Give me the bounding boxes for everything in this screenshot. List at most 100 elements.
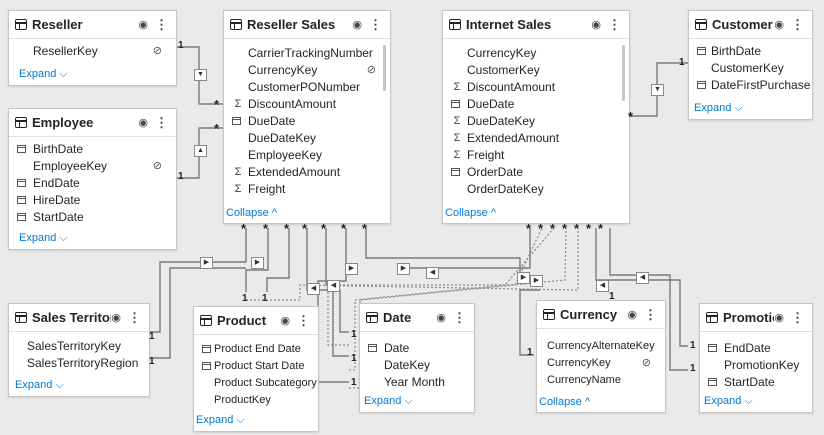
field-row[interactable]: DueDate bbox=[224, 113, 390, 130]
field-row[interactable]: EmployeeKey bbox=[224, 147, 390, 164]
table-reseller-sales[interactable]: Reseller Sales ◉ ⋮ CarrierTrackingNumber… bbox=[223, 10, 391, 224]
table-currency[interactable]: Currency ◉ ⋮ CurrencyAlternateKey Curren… bbox=[536, 300, 666, 413]
field-row[interactable]: BirthDate bbox=[9, 141, 176, 158]
field-row[interactable]: EndDate bbox=[9, 175, 176, 192]
field-row[interactable]: OrderDateKey bbox=[443, 181, 629, 198]
table-promotion-header[interactable]: Promotion ◉ ⋮ bbox=[700, 304, 812, 332]
eye-icon[interactable]: ◉ bbox=[138, 19, 148, 31]
expand-link[interactable]: Expand ⌵ bbox=[19, 232, 68, 244]
expand-link[interactable]: Expand ⌵ bbox=[704, 395, 753, 407]
more-options-icon[interactable]: ⋮ bbox=[155, 114, 168, 130]
table-internet-sales-header[interactable]: Internet Sales ◉ ⋮ bbox=[443, 11, 629, 39]
field-row[interactable]: BirthDate bbox=[689, 43, 812, 60]
field-row[interactable]: Year Month bbox=[360, 374, 474, 391]
field-row[interactable]: SalesTerritoryKey bbox=[9, 338, 149, 355]
field-row[interactable]: ProductKey bbox=[194, 392, 318, 409]
more-options-icon[interactable]: ⋮ bbox=[155, 16, 168, 32]
field-row[interactable]: OrderDate bbox=[443, 164, 629, 181]
field-row[interactable]: CurrencyKey bbox=[443, 45, 629, 62]
field-row[interactable]: StartDate bbox=[9, 209, 176, 226]
filter-direction-right-icon[interactable]: ▶ bbox=[517, 272, 530, 284]
table-reseller-sales-header[interactable]: Reseller Sales ◉ ⋮ bbox=[224, 11, 390, 39]
table-sales-territory-header[interactable]: Sales Territory ◉ ⋮ bbox=[9, 304, 149, 332]
field-row[interactable]: DueDateKey bbox=[224, 130, 390, 147]
filter-direction-right-icon[interactable]: ▶ bbox=[397, 263, 410, 275]
field-row[interactable]: Product End Date bbox=[194, 341, 318, 358]
field-row[interactable]: Product Subcategory bbox=[194, 375, 318, 392]
expand-link[interactable]: Expand ⌵ bbox=[196, 414, 245, 426]
more-options-icon[interactable]: ⋮ bbox=[453, 309, 466, 325]
eye-icon[interactable]: ◉ bbox=[111, 312, 121, 324]
table-employee-header[interactable]: Employee ◉ ⋮ bbox=[9, 109, 176, 137]
field-row[interactable]: CustomerPONumber bbox=[224, 79, 390, 96]
table-internet-sales[interactable]: Internet Sales ◉ ⋮ CurrencyKey CustomerK… bbox=[442, 10, 630, 224]
filter-direction-down-icon[interactable]: ▼ bbox=[651, 84, 664, 96]
eye-icon[interactable]: ◉ bbox=[591, 19, 601, 31]
scrollbar[interactable] bbox=[383, 45, 386, 91]
field-row[interactable]: CustomerKey bbox=[443, 62, 629, 79]
filter-direction-right-icon[interactable]: ▶ bbox=[530, 275, 543, 287]
field-row[interactable]: StartDate bbox=[700, 374, 812, 391]
eye-icon[interactable]: ◉ bbox=[138, 117, 148, 129]
table-date[interactable]: Date ◉ ⋮ Date DateKey Year Month Expand … bbox=[359, 303, 475, 413]
field-row[interactable]: HireDate bbox=[9, 192, 176, 209]
filter-direction-right-icon[interactable]: ▶ bbox=[251, 257, 264, 269]
collapse-link[interactable]: Collapse ^ bbox=[226, 207, 278, 219]
field-row[interactable]: DateFirstPurchase bbox=[689, 77, 812, 94]
field-row[interactable]: CurrencyKey⊘ bbox=[537, 355, 665, 372]
field-row[interactable]: EmployeeKey⊘ bbox=[9, 158, 176, 175]
table-customer-header[interactable]: Customer ◉ ⋮ bbox=[689, 11, 812, 39]
collapse-link[interactable]: Collapse ^ bbox=[539, 396, 591, 408]
table-employee[interactable]: Employee ◉ ⋮ BirthDate EmployeeKey⊘ EndD… bbox=[8, 108, 177, 250]
field-row[interactable]: CurrencyAlternateKey bbox=[537, 338, 665, 355]
field-row[interactable]: EndDate bbox=[700, 340, 812, 357]
expand-link[interactable]: Expand ⌵ bbox=[19, 68, 68, 80]
table-currency-header[interactable]: Currency ◉ ⋮ bbox=[537, 301, 665, 329]
filter-direction-right-icon[interactable]: ▶ bbox=[200, 257, 213, 269]
field-row[interactable]: DateKey bbox=[360, 357, 474, 374]
more-options-icon[interactable]: ⋮ bbox=[369, 16, 382, 32]
eye-icon[interactable]: ◉ bbox=[280, 315, 290, 327]
table-customer[interactable]: Customer ◉ ⋮ BirthDate CustomerKey DateF… bbox=[688, 10, 813, 120]
table-sales-territory[interactable]: Sales Territory ◉ ⋮ SalesTerritoryKey Sa… bbox=[8, 303, 150, 397]
field-row[interactable]: ResellerKey ⊘ bbox=[9, 43, 176, 60]
expand-link[interactable]: Expand ⌵ bbox=[694, 102, 743, 114]
field-row[interactable]: CarrierTrackingNumber bbox=[224, 45, 390, 62]
filter-direction-left-icon[interactable]: ◀ bbox=[636, 272, 649, 284]
field-row[interactable]: CurrencyKey⊘ bbox=[224, 62, 390, 79]
collapse-link[interactable]: Collapse ^ bbox=[445, 207, 497, 219]
field-row[interactable]: CurrencyName bbox=[537, 372, 665, 389]
eye-icon[interactable]: ◉ bbox=[627, 309, 637, 321]
table-reseller-header[interactable]: Reseller ◉ ⋮ bbox=[9, 11, 176, 39]
scrollbar[interactable] bbox=[622, 45, 625, 101]
filter-direction-left-icon[interactable]: ◀ bbox=[307, 283, 320, 295]
table-promotion[interactable]: Promotion ◉ ⋮ EndDate PromotionKey Start… bbox=[699, 303, 813, 413]
expand-link[interactable]: Expand ⌵ bbox=[15, 379, 64, 391]
filter-direction-down-icon[interactable]: ▼ bbox=[194, 69, 207, 81]
field-row[interactable]: CustomerKey bbox=[689, 60, 812, 77]
table-product[interactable]: Product ◉ ⋮ Product End Date Product Sta… bbox=[193, 306, 319, 432]
expand-link[interactable]: Expand ⌵ bbox=[364, 395, 413, 407]
filter-direction-left-icon[interactable]: ◀ bbox=[327, 280, 340, 292]
eye-icon[interactable]: ◉ bbox=[352, 19, 362, 31]
field-row[interactable]: SalesTerritoryRegion bbox=[9, 355, 149, 372]
field-row[interactable]: DueDate bbox=[443, 96, 629, 113]
more-options-icon[interactable]: ⋮ bbox=[128, 309, 141, 325]
more-options-icon[interactable]: ⋮ bbox=[608, 16, 621, 32]
more-options-icon[interactable]: ⋮ bbox=[791, 16, 804, 32]
eye-icon[interactable]: ◉ bbox=[436, 312, 446, 324]
filter-direction-left-icon[interactable]: ◀ bbox=[426, 267, 439, 279]
more-options-icon[interactable]: ⋮ bbox=[644, 306, 657, 322]
more-options-icon[interactable]: ⋮ bbox=[791, 309, 804, 325]
filter-direction-left-icon[interactable]: ◀ bbox=[596, 280, 609, 292]
eye-icon[interactable]: ◉ bbox=[774, 19, 784, 31]
eye-icon[interactable]: ◉ bbox=[774, 312, 784, 324]
more-options-icon[interactable]: ⋮ bbox=[297, 312, 310, 328]
filter-direction-up-icon[interactable]: ▲ bbox=[194, 145, 207, 157]
